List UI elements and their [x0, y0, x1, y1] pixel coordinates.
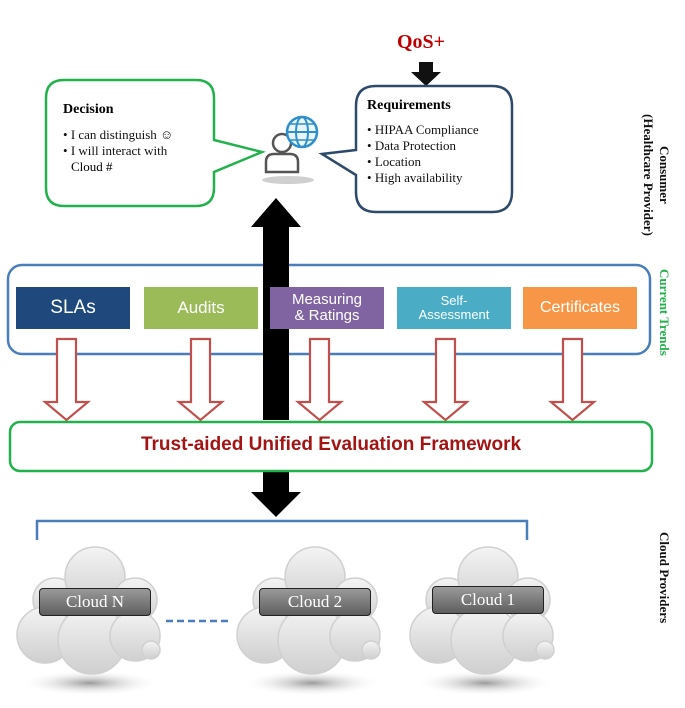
- consumer-icon: [262, 115, 319, 184]
- trend-label-self: Self-: [440, 292, 468, 308]
- decision-title: Decision: [63, 102, 114, 117]
- trend-label-certificates: Certificates: [539, 299, 621, 317]
- framework-box: [8, 420, 654, 473]
- requirements-item: HIPAA Compliance: [367, 122, 507, 138]
- trend-label-slas: SLAs: [50, 296, 96, 318]
- decision-item: I can distinguish ☺: [63, 127, 213, 143]
- cloud-2-label: Cloud 2: [259, 588, 371, 616]
- trend-box-self-assessment: Self- Assessment: [397, 287, 511, 329]
- qos-label: QoS+: [397, 31, 446, 53]
- hollow-arrow-measuring: [294, 337, 345, 422]
- hollow-arrow-certificates: [547, 337, 598, 422]
- decision-item: I will interact with: [63, 143, 213, 159]
- cloud-providers-label: Cloud Providers: [657, 532, 672, 624]
- requirements-list: HIPAA Compliance Data Protection Locatio…: [367, 122, 507, 186]
- hollow-arrow-self-assessment: [420, 337, 471, 422]
- trend-label-ratings: & Ratings: [294, 307, 360, 324]
- trend-box-slas: SLAs: [16, 287, 130, 329]
- cloud-n-label: Cloud N: [39, 588, 151, 616]
- trend-label-audits: Audits: [177, 297, 225, 317]
- requirements-item: Data Protection: [367, 138, 507, 154]
- trend-box-certificates: Certificates: [523, 287, 637, 329]
- requirements-content: Requirements HIPAA Compliance Data Prote…: [367, 98, 507, 186]
- trend-box-audits: Audits: [144, 287, 258, 329]
- trend-label-assessment: Assessment: [418, 307, 490, 322]
- current-trends-label: Current Trends: [657, 268, 672, 356]
- requirements-title: Requirements: [367, 98, 451, 113]
- trend-box-measuring-ratings: Measuring & Ratings: [270, 287, 384, 329]
- qos-arrow: [411, 62, 441, 86]
- requirements-item: Location: [367, 154, 507, 170]
- cloud-providers-bracket: [35, 519, 529, 540]
- decision-content: Decision I can distinguish ☺ I will inte…: [63, 102, 213, 175]
- requirements-item: High availability: [367, 170, 507, 186]
- framework-title: Trust-aided Unified Evaluation Framework: [140, 434, 522, 455]
- consumer-label-line1: Consumer: [657, 146, 672, 204]
- decision-list-2: I will interact with: [63, 143, 213, 159]
- cloud-1-label: Cloud 1: [432, 586, 544, 614]
- hollow-arrow-slas: [41, 337, 92, 422]
- framework-to-clouds-arrow: [251, 470, 301, 517]
- consumer-label: Consumer (Healthcare Provider): [640, 105, 672, 245]
- trend-label-measuring: Measuring: [291, 290, 363, 308]
- decision-item-continuation: Cloud #: [71, 159, 113, 174]
- consumer-label-line2: (Healthcare Provider): [641, 114, 656, 236]
- hollow-arrow-audits: [175, 337, 226, 422]
- decision-list: I can distinguish ☺: [63, 127, 213, 143]
